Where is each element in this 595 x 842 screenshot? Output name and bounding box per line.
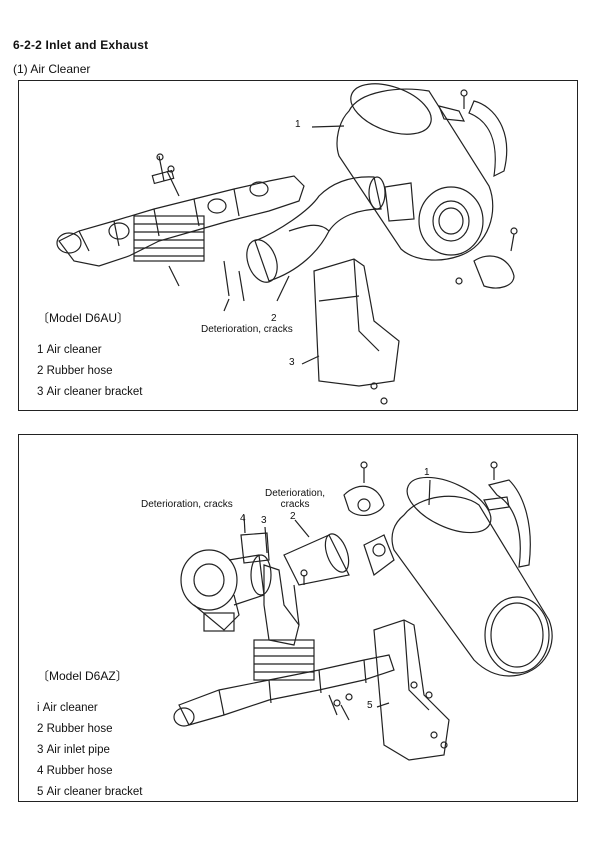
band-clamp-lower (473, 255, 515, 289)
legend-d6az: i Air cleaner 2 Rubber hose 3 Air inlet … (37, 698, 142, 803)
band-clamp-upper (468, 100, 508, 178)
band-clamp-right (487, 479, 531, 568)
legend-item-3: 3 Air cleaner bracket (37, 386, 143, 398)
callout-4: 4 (240, 513, 246, 524)
callout-2: 2 (271, 313, 277, 324)
section-subheading: (1) Air Cleaner (13, 62, 91, 76)
legend-item-2: 2 Rubber hose (37, 365, 113, 377)
note-deterioration-left: Deterioration, cracks (141, 499, 233, 510)
air-inlet-pipe (263, 564, 300, 646)
turbocharger (180, 549, 238, 611)
intake-heater-2 (253, 639, 315, 681)
callout-5: 5 (367, 700, 373, 711)
callout-1: 1 (424, 467, 430, 478)
callout-3: 3 (289, 357, 295, 368)
intake-manifold (58, 175, 305, 267)
legend-item-1: i Air cleaner (37, 702, 98, 714)
legend-d6au: 1 Air cleaner 2 Rubber hose 3 Air cleane… (37, 340, 142, 403)
intake-heater (133, 215, 205, 262)
callout-2: 2 (290, 511, 296, 522)
legend-item-3: 3 Air inlet pipe (37, 744, 110, 756)
air-cleaner-body-2 (391, 495, 553, 677)
legend-item-2: 2 Rubber hose (37, 723, 113, 735)
air-cleaner-d6au-drawing (56, 83, 518, 405)
model-label-d6au: 〔Model D6AU〕 (37, 311, 130, 325)
air-cleaner-d6az-drawing (173, 461, 553, 761)
model-label-d6az: 〔Model D6AZ〕 (37, 669, 128, 683)
air-cleaner-bracket-1 (313, 258, 400, 387)
figure-d6az-panel: Deterioration, cracks Deterioration,crac… (18, 434, 578, 802)
rubber-hose-1 (254, 176, 382, 282)
air-cleaner-body (336, 88, 494, 261)
rubber-hose-2 (283, 534, 350, 586)
note-deterioration: Deterioration, cracks (201, 324, 293, 335)
legend-item-1: 1 Air cleaner (37, 344, 102, 356)
legend-item-5: 5 Air cleaner bracket (37, 786, 143, 798)
callout-1: 1 (295, 119, 301, 130)
callout-3: 3 (261, 515, 267, 526)
rubber-hose-4 (240, 532, 270, 564)
exhaust-manifold (178, 654, 395, 726)
legend-item-4: 4 Rubber hose (37, 765, 113, 777)
air-cleaner-bracket-2 (373, 619, 450, 761)
figure-d6au-panel: 1 2 3 Deterioration, cracks 〔Model D6AU〕… (18, 80, 578, 411)
section-heading: 6-2-2 Inlet and Exhaust (13, 38, 149, 52)
note-deterioration-right: Deterioration,cracks (265, 488, 326, 510)
band-clamp-left (343, 485, 385, 517)
